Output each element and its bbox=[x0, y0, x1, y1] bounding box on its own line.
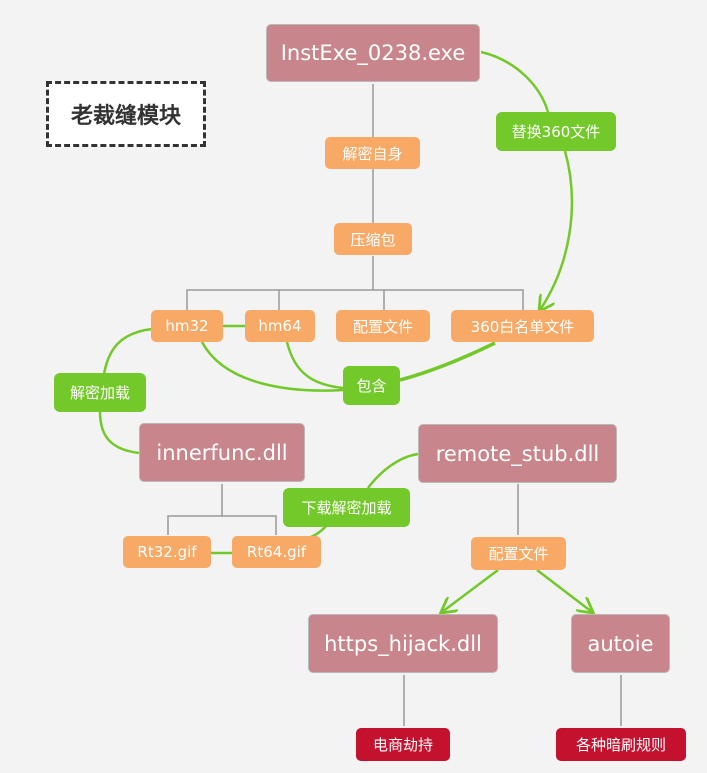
relation-curve-whitelist-contains bbox=[399, 341, 496, 382]
node-config-file-1[interactable]: 配置文件 bbox=[336, 310, 430, 342]
relation-curve-replace360-top bbox=[480, 50, 550, 113]
node-instexe[interactable]: InstExe_0238.exe bbox=[266, 24, 480, 82]
relation-curve-decrypt-innerfunc bbox=[98, 411, 140, 455]
relation-contains[interactable]: 包含 bbox=[343, 366, 400, 405]
relation-curve-remote-download bbox=[367, 452, 419, 489]
node-remote-stub[interactable]: remote_stub.dll bbox=[418, 424, 617, 483]
tag-ecommerce-hijack[interactable]: 电商劫持 bbox=[356, 728, 450, 761]
node-360-whitelist[interactable]: 360白名单文件 bbox=[451, 310, 594, 342]
relation-curve-hm32-contains bbox=[200, 341, 344, 392]
relation-arrow-config-https bbox=[442, 569, 499, 612]
tree-line-pkg-children bbox=[186, 289, 524, 310]
node-compressed-pkg[interactable]: 压缩包 bbox=[334, 223, 412, 255]
relation-curve-hm64-contains bbox=[285, 341, 344, 390]
node-autoie[interactable]: autoie bbox=[571, 614, 670, 673]
relation-replace-360[interactable]: 替换360文件 bbox=[496, 112, 616, 151]
node-hm64[interactable]: hm64 bbox=[245, 310, 315, 342]
node-hm32[interactable]: hm32 bbox=[151, 310, 223, 342]
relation-curve-hm32-decrypt bbox=[102, 327, 153, 375]
relation-decrypt-load[interactable]: 解密加载 bbox=[54, 373, 146, 412]
node-rt32[interactable]: Rt32.gif bbox=[123, 536, 211, 568]
node-https-hijack[interactable]: https_hijack.dll bbox=[308, 614, 498, 673]
relation-curve-replace360-bottom bbox=[540, 150, 574, 310]
node-config-file-2[interactable]: 配置文件 bbox=[471, 537, 566, 570]
module-title: 老裁缝模块 bbox=[46, 81, 206, 147]
relation-arrow-config-autoie bbox=[536, 569, 592, 612]
node-rt64[interactable]: Rt64.gif bbox=[232, 536, 321, 568]
tree-line-innerfunc-children bbox=[167, 515, 277, 535]
relation-download-decrypt-load[interactable]: 下载解密加载 bbox=[283, 488, 410, 527]
node-innerfunc[interactable]: innerfunc.dll bbox=[139, 423, 305, 482]
node-decrypt-self[interactable]: 解密自身 bbox=[325, 137, 420, 169]
tag-ad-rules[interactable]: 各种暗刷规则 bbox=[556, 728, 686, 761]
